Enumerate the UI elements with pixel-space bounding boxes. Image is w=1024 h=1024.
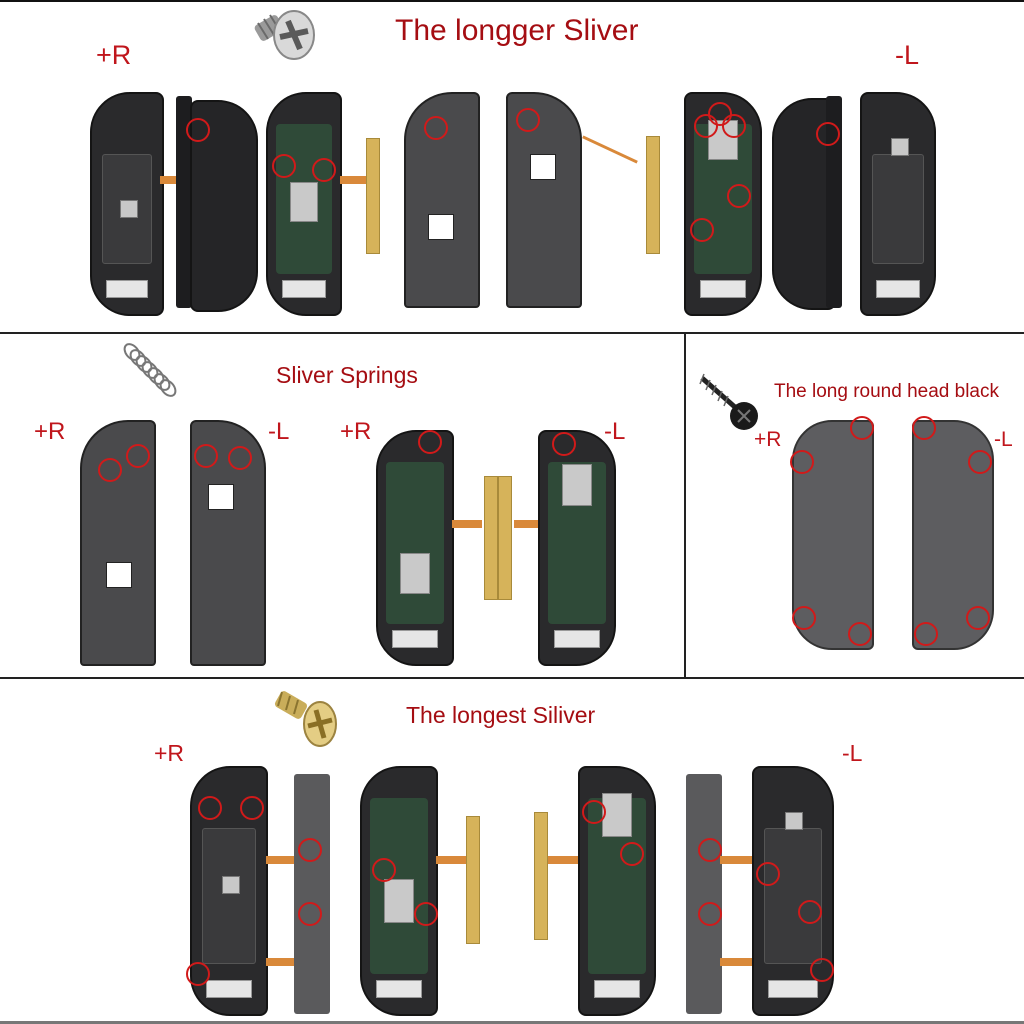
sl-sr-button-strip	[484, 476, 498, 600]
gold-screw-icon	[274, 691, 337, 747]
left-joycon-label: -L	[268, 418, 290, 445]
highlight-screw	[194, 444, 218, 468]
section-title: The longest Siliver	[406, 702, 596, 728]
left-joycon-shell	[860, 92, 936, 316]
highlight-screw	[850, 416, 874, 440]
top-border	[0, 0, 1024, 2]
left-joycon-pcb	[538, 430, 616, 666]
sl-sr-button-strip	[534, 812, 548, 940]
highlight-screw	[722, 114, 746, 138]
highlight-screw	[790, 450, 814, 474]
left-joycon-label: -L	[994, 428, 1013, 451]
right-joycon-label: +R	[34, 418, 66, 445]
highlight-screw	[966, 606, 990, 630]
highlight-screw	[792, 606, 816, 630]
silver-screw-icon	[254, 10, 315, 60]
left-joycon-label: -L	[604, 418, 626, 445]
sl-sr-button-strip	[466, 816, 480, 944]
divider	[0, 677, 1024, 679]
right-rail	[294, 774, 330, 1014]
highlight-screw	[914, 622, 938, 646]
highlight-screw	[798, 900, 822, 924]
highlight-screw	[414, 902, 438, 926]
highlight-screw	[186, 118, 210, 142]
highlight-screw	[690, 218, 714, 242]
highlight-screw	[727, 184, 751, 208]
left-rail	[686, 774, 722, 1014]
right-joycon-pcb	[360, 766, 438, 1016]
highlight-screw	[198, 796, 222, 820]
sl-sr-button-strip	[646, 136, 660, 254]
highlight-screw	[186, 962, 210, 986]
section-title: The longger Sliver	[395, 14, 639, 47]
right-joycon-pcb	[266, 92, 342, 316]
right-battery-frame	[404, 92, 480, 308]
highlight-screw	[424, 116, 448, 140]
highlight-screw	[272, 154, 296, 178]
highlight-screw	[810, 958, 834, 982]
highlight-screw	[418, 430, 442, 454]
highlight-screw	[516, 108, 540, 132]
right-joycon-label: +R	[340, 418, 372, 445]
section-title: The long round head black	[774, 381, 999, 402]
spring-icon	[123, 343, 177, 397]
right-joycon-label: +R	[96, 40, 132, 70]
divider	[0, 332, 1024, 334]
black-screw-icon	[699, 373, 758, 430]
highlight-screw	[698, 838, 722, 862]
highlight-screw	[694, 114, 718, 138]
highlight-screw	[912, 416, 936, 440]
highlight-screw	[816, 122, 840, 146]
section-title: Sliver Springs	[276, 362, 418, 388]
highlight-screw	[552, 432, 576, 456]
sl-sr-button-strip	[498, 476, 512, 600]
bottom-border	[0, 1021, 1024, 1024]
left-joycon-pcb	[578, 766, 656, 1016]
left-rail	[826, 96, 842, 308]
highlight-screw	[126, 444, 150, 468]
left-joycon-label: -L	[842, 740, 863, 766]
left-joycon-shell	[752, 766, 834, 1016]
highlight-screw	[372, 858, 396, 882]
highlight-screw	[848, 622, 872, 646]
highlight-screw	[698, 902, 722, 926]
right-joycon-label: +R	[754, 428, 782, 451]
highlight-screw	[312, 158, 336, 182]
highlight-screw	[98, 458, 122, 482]
right-joycon-pcb	[376, 430, 454, 666]
right-joycon-label: +R	[154, 740, 185, 766]
highlight-screw	[228, 446, 252, 470]
highlight-screw	[298, 838, 322, 862]
right-rail	[176, 96, 192, 308]
highlight-screw	[298, 902, 322, 926]
highlight-screw	[756, 862, 780, 886]
highlight-screw	[968, 450, 992, 474]
divider	[684, 332, 686, 678]
sl-sr-button-strip	[366, 138, 380, 254]
highlight-screw	[582, 800, 606, 824]
highlight-screw	[620, 842, 644, 866]
left-joycon-label: -L	[895, 40, 920, 70]
highlight-screw	[240, 796, 264, 820]
right-joycon-shell	[90, 92, 164, 316]
